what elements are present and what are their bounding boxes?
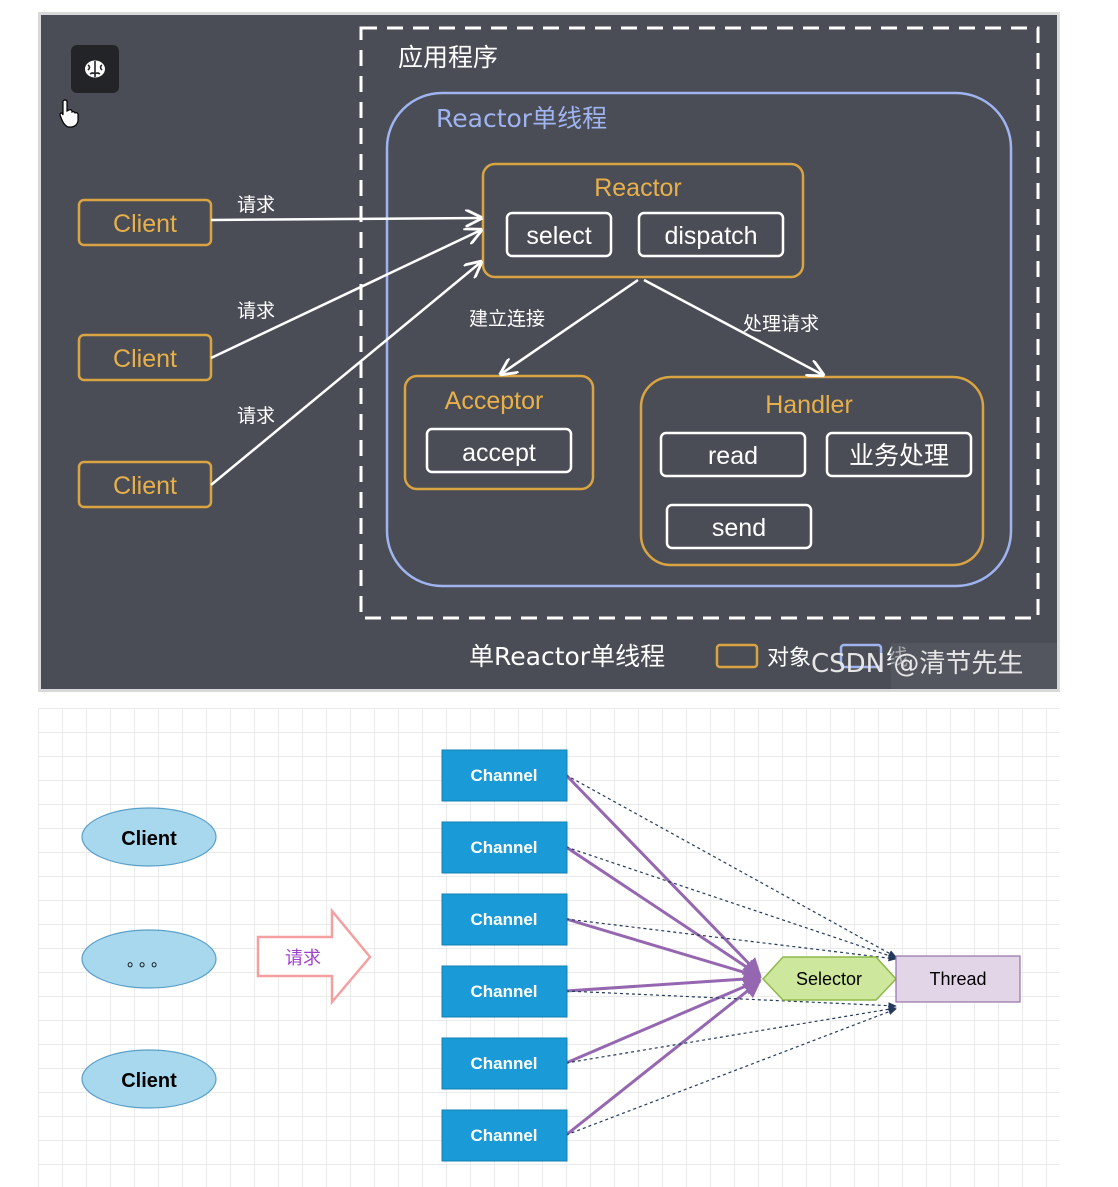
connect-arrow	[501, 278, 639, 374]
dispatch-label: dispatch	[664, 222, 757, 250]
acceptor-title: Acceptor	[445, 387, 544, 415]
request-arrow	[210, 230, 481, 360]
channel-box	[441, 821, 568, 874]
channel-column: Channel Channel Channel Channel Channel …	[441, 749, 568, 1162]
business-label: 业务处理	[849, 441, 949, 470]
request-arrow	[210, 218, 481, 220]
client-label: Client	[113, 345, 177, 373]
process-label: 处理请求	[743, 313, 819, 335]
application-boundary	[359, 26, 1040, 620]
channel-box	[441, 965, 568, 1018]
select-box	[505, 211, 613, 258]
request-label: 请求	[237, 194, 275, 216]
read-box	[659, 431, 807, 478]
client-node-label: Client	[121, 1070, 177, 1092]
reactor-title: Reactor	[594, 174, 682, 202]
client-box	[77, 198, 213, 247]
reactor-thread-label: Reactor单线程	[436, 104, 607, 133]
channel-thread-links	[565, 774, 897, 1136]
brain-icon	[85, 60, 105, 78]
channel-selector-link	[565, 979, 762, 1137]
diagram-caption: 单Reactor单线程	[469, 642, 665, 671]
ai-assistant-button[interactable]	[71, 45, 119, 93]
channel-thread-link	[565, 846, 897, 959]
channel-label: Channel	[470, 1054, 537, 1073]
client-label: Client	[113, 210, 177, 238]
reactor-diagram: 应用程序 Reactor单线程 Reactor select dispatch …	[59, 26, 1057, 689]
channel-thread-link	[565, 774, 897, 958]
accept-box	[425, 427, 573, 474]
request-arrow-label: 请求	[285, 948, 321, 969]
channel-selector-link	[565, 917, 762, 981]
legend-object-label: 对象	[767, 646, 811, 671]
connect-label: 建立连接	[469, 308, 545, 330]
channel-box	[441, 749, 568, 802]
client-node	[81, 807, 217, 867]
accept-label: accept	[462, 439, 536, 467]
channel-thread-link	[565, 1008, 897, 1136]
client-node	[81, 1049, 217, 1109]
read-label: read	[708, 442, 758, 470]
business-box	[825, 431, 973, 478]
channel-label: Channel	[470, 982, 537, 1001]
handler-title: Handler	[765, 391, 853, 419]
request-arrow	[210, 262, 481, 486]
channel-thread-link	[565, 918, 897, 962]
thread-label: Thread	[929, 969, 986, 989]
client-ellipsis-node	[81, 929, 217, 989]
legend-thread-swatch	[839, 643, 883, 669]
channel-thread-link	[565, 990, 897, 1010]
client-ellipsis-label: 。。。	[127, 951, 171, 970]
dispatch-box	[637, 211, 785, 258]
channel-box	[441, 893, 568, 946]
selector-label: Selector	[796, 969, 862, 989]
channel-label: Channel	[470, 838, 537, 857]
reactor-thread-boundary	[385, 91, 1013, 588]
channel-label: Channel	[470, 766, 537, 785]
hand-cursor-icon	[59, 99, 79, 128]
legend-object-swatch	[715, 643, 759, 669]
client-label: Client	[113, 472, 177, 500]
request-block-arrow	[256, 907, 372, 1006]
watermark-shade	[891, 643, 1057, 689]
channel-label: Channel	[470, 910, 537, 929]
request-label: 请求	[237, 405, 275, 427]
client-node-label: Client	[121, 828, 177, 850]
application-label: 应用程序	[398, 43, 498, 72]
channel-box	[441, 1037, 568, 1090]
nio-selector-diagram: Client 。。。 Client 请求 Channel	[81, 749, 1021, 1162]
channel-selector-link	[565, 845, 762, 978]
process-arrow	[643, 278, 823, 375]
thread-node	[895, 955, 1021, 1003]
channel-selector-links	[564, 773, 762, 1137]
nio-diagram-panel: Client 。。。 Client 请求 Channel	[38, 708, 1060, 1187]
watermark: CSDN @清节先生	[811, 649, 1023, 679]
select-label: select	[526, 222, 591, 250]
reactor-box	[481, 162, 805, 279]
channel-thread-link	[565, 1005, 897, 1064]
channel-label: Channel	[470, 1126, 537, 1145]
channel-selector-link	[564, 773, 762, 977]
channel-box	[441, 1109, 568, 1162]
request-label: 请求	[237, 300, 275, 322]
send-label: send	[712, 514, 766, 542]
channel-selector-link	[565, 978, 762, 1065]
send-box	[665, 503, 813, 550]
channel-selector-link	[565, 970, 762, 993]
reactor-diagram-panel: 应用程序 Reactor单线程 Reactor select dispatch …	[38, 12, 1060, 692]
